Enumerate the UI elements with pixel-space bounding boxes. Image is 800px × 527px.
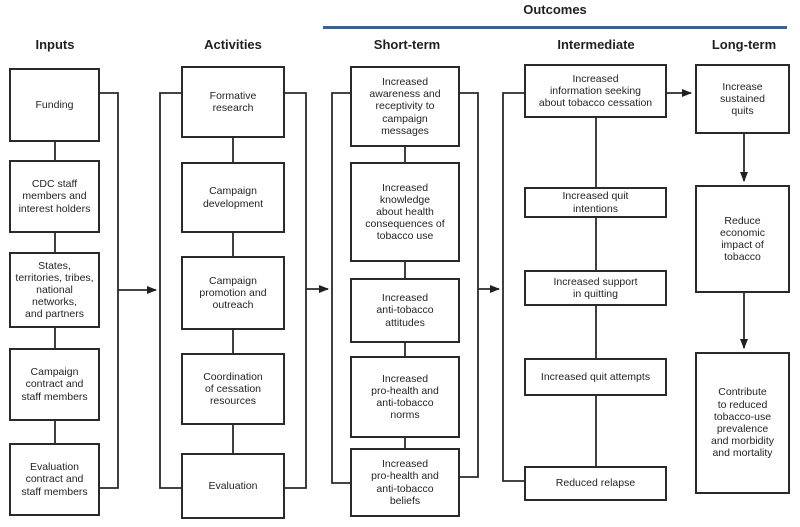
box-evaluation: Evaluation [181, 453, 285, 519]
box-campaign-contract: Campaign contract and staff members [9, 348, 100, 421]
box-quit-attempts: Increased quit attempts [524, 358, 667, 396]
box-formative-research: Formative research [181, 66, 285, 138]
column-header-intermediate: Intermediate [557, 37, 635, 52]
outcomes-divider [323, 26, 787, 29]
box-cdc-staff: CDC staff members and interest holders [9, 160, 100, 233]
box-campaign-promotion: Campaign promotion and outreach [181, 256, 285, 330]
box-reduced-relapse: Reduced relapse [524, 466, 667, 501]
box-increase-sustained-quits: Increase sustained quits [695, 64, 790, 134]
box-funding: Funding [9, 68, 100, 142]
box-increased-knowledge: Increased knowledge about health consequ… [350, 162, 460, 262]
column-header-activities: Activities [204, 37, 262, 52]
column-header-inputs: Inputs [35, 37, 75, 52]
column-header-long-term: Long-term [711, 37, 777, 52]
box-support-in-quitting: Increased support in quitting [524, 270, 667, 306]
box-evaluation-contract: Evaluation contract and staff members [9, 443, 100, 516]
box-pro-health-beliefs: Increased pro-health and anti-tobacco be… [350, 448, 460, 517]
box-information-seeking: Increased information seeking about toba… [524, 64, 667, 118]
box-contribute-reduced-prevalence: Contribute to reduced tobacco-use preval… [695, 352, 790, 494]
box-campaign-development: Campaign development [181, 162, 285, 233]
column-header-short-term: Short-term [373, 37, 441, 52]
box-coordination-cessation: Coordination of cessation resources [181, 353, 285, 425]
box-anti-tobacco-attitudes: Increased anti-tobacco attitudes [350, 278, 460, 343]
box-reduce-economic-impact: Reduce economic impact of tobacco [695, 185, 790, 293]
box-quit-intentions: Increased quit intentions [524, 187, 667, 218]
box-increased-awareness: Increased awareness and receptivity to c… [350, 66, 460, 147]
outcomes-title: Outcomes [523, 2, 587, 17]
box-pro-health-norms: Increased pro-health and anti-tobacco no… [350, 356, 460, 438]
box-states-partners: States, territories, tribes, national ne… [9, 252, 100, 328]
